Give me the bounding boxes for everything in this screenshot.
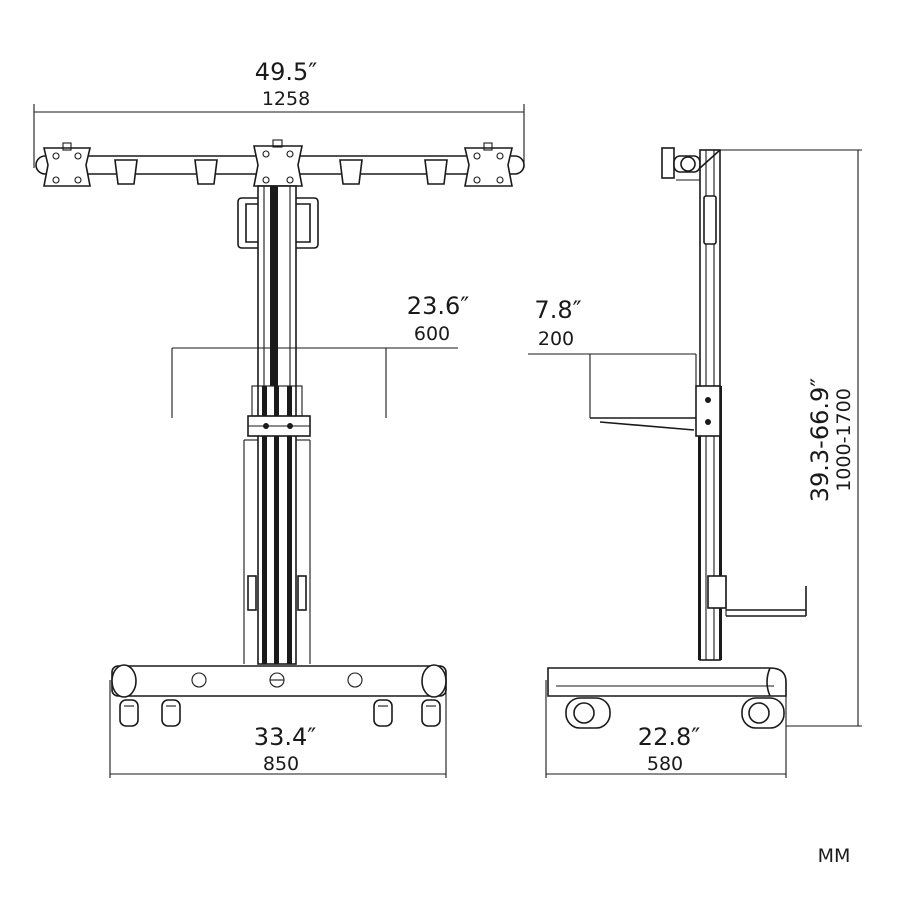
base-depth-inch-label: 22.8″ (638, 723, 700, 751)
overall-width-dimension: 49.5″ 1258 (33, 58, 525, 168)
side-lower-tray (707, 575, 807, 617)
base-width-inch-label: 33.4″ (254, 723, 316, 751)
side-base (547, 667, 787, 697)
base-width-mm-label: 850 (263, 753, 299, 775)
shelf-depth-dimension: 7.8″ 200 (528, 296, 697, 418)
height-inch-label: 39.3-66.9″ (806, 378, 834, 503)
shelf-depth-mm-label: 200 (538, 328, 574, 350)
base-depth-mm-label: 580 (647, 753, 683, 775)
side-view: 7.8″ 200 22.8″ 580 39 (528, 147, 862, 778)
height-dimension: 39.3-66.9″ 1000-1700 (720, 149, 862, 727)
front-casters (119, 699, 441, 727)
side-casters (565, 697, 785, 729)
shelf-clamp (247, 385, 311, 437)
front-base (111, 664, 447, 698)
side-monitor-mount (661, 147, 701, 181)
shelf-depth-inch-label: 7.8″ (534, 296, 581, 324)
vesa-plate-right (463, 142, 514, 187)
vesa-plate-left (42, 142, 92, 187)
unit-label: MM (818, 845, 851, 867)
front-view: 49.5″ 1258 (33, 58, 525, 778)
shelf-width-mm-label: 600 (414, 323, 450, 345)
overall-width-mm-label: 1258 (262, 88, 310, 110)
vesa-plate-center (253, 139, 303, 187)
column-handles (237, 197, 319, 249)
base-depth-dimension: 22.8″ 580 (545, 680, 787, 778)
overall-width-inch-label: 49.5″ (255, 58, 317, 86)
side-upper-shelf (590, 385, 721, 437)
base-width-dimension: 33.4″ 850 (109, 680, 447, 778)
lower-bracket (247, 575, 307, 611)
shelf-width-dimension: 23.6″ 600 (171, 292, 469, 418)
height-mm-label: 1000-1700 (833, 388, 855, 492)
shelf-width-inch-label: 23.6″ (407, 292, 469, 320)
